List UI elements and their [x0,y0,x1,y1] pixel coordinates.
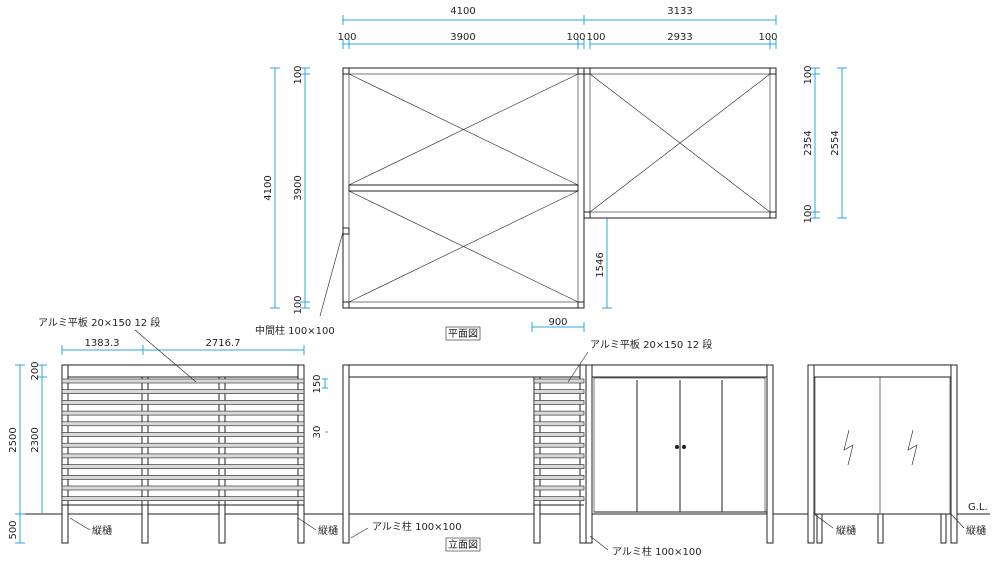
dim-2554: 2554 [830,130,841,155]
dim-900: 900 [548,317,567,328]
elevation-view-title: 立面図 [448,538,478,551]
label-slats: アルミ平板 20×150 12 段 [38,316,160,329]
slat [533,474,585,480]
glass-mark-icon [843,429,918,466]
dim-2300: 2300 [30,427,41,452]
slat [533,389,585,395]
dim-100: 100 [337,32,356,43]
dim-3133: 3133 [667,6,692,17]
dim-100: 100 [758,32,777,43]
slat [533,496,585,502]
slat [533,442,585,448]
slat [61,421,305,427]
storage-side-elevation [807,364,958,544]
dim-100: 100 [566,32,585,43]
dim-4100: 4100 [450,6,475,17]
slat [533,421,585,427]
door-handle-icon [675,445,679,449]
dim-500: 500 [8,520,19,539]
door-handle-icon [682,445,686,449]
elevation-view: G.L. 1383.3 2716.7 2500 500 200 2300 150… [8,316,990,558]
dim-2933: 2933 [667,32,692,43]
dim-3900: 3900 [293,175,304,200]
dim-150: 150 [312,374,323,393]
dim-1546: 1546 [595,252,606,277]
slat [61,400,305,405]
dim-200: 200 [30,361,41,380]
plan-view-title: 平面図 [448,328,478,340]
carport-elevation [342,364,587,544]
slat [533,485,585,491]
storage-front-elevation [585,364,774,544]
dim-100: 100 [586,32,605,43]
slat [533,400,585,405]
dim-3900: 3900 [450,32,475,43]
slat [533,378,585,384]
label-slats: アルミ平板 20×150 12 段 [590,338,712,351]
plan-dims-left: 4100 100 3900 100 [263,65,310,315]
dim-100: 100 [293,65,304,84]
label-post: アルミ柱 100×100 [612,545,702,558]
slat [533,410,585,416]
plan-dims-top: 4100 3133 100 3900 100 100 2933 100 [337,6,778,49]
dim-1383-3: 1383.3 [85,338,120,349]
dim-100: 100 [803,65,814,84]
dim-4100: 4100 [263,175,274,200]
slat [533,453,585,459]
label-gl: G.L. [968,502,988,513]
slat [61,496,305,502]
label-downpipe: 縦樋 [318,524,338,537]
plan-view: 4100 3133 100 3900 100 100 2933 100 4100… [255,6,847,341]
mid-post [342,227,350,235]
dim-2716-7: 2716.7 [206,338,241,349]
dim-30: 30 [312,426,323,439]
slat [533,464,585,469]
slat [61,442,305,448]
label-downpipe: 縦樋 [836,524,856,537]
slat [61,453,305,459]
label-downpipe: 縦樋 [92,524,112,537]
label-post: アルミ柱 100×100 [372,520,462,533]
slat [61,378,305,384]
slat [61,432,305,437]
label-downpipe: 縦樋 [966,524,986,537]
plan-dims-right: 100 2354 100 2554 1546 900 [531,65,847,332]
dim-2354: 2354 [803,130,814,155]
slat [61,410,305,416]
plan-structure [342,67,777,309]
label-mid-post: 中間柱 100×100 [255,324,335,337]
dim-100: 100 [293,295,304,314]
slat [61,474,305,480]
dim-2500: 2500 [8,427,19,452]
slat [61,464,305,469]
dim-100: 100 [803,204,814,223]
fence-elevation [61,364,305,544]
slat [533,432,585,437]
slat [61,389,305,395]
slat [61,485,305,491]
